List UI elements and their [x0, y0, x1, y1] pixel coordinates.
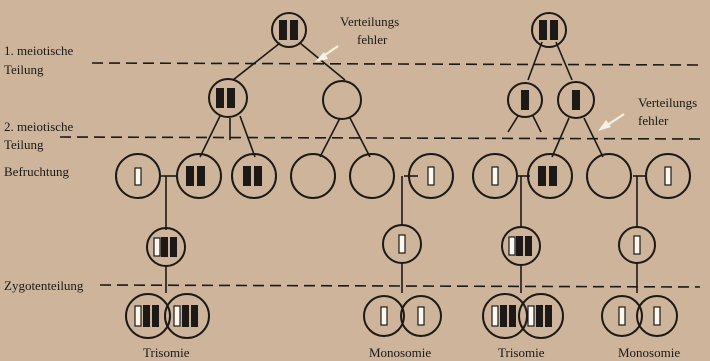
monosomic-zygote — [618, 226, 656, 264]
meiosis1-cell-disomic — [208, 78, 248, 118]
normal-gamete — [115, 153, 161, 199]
normal-gamete — [645, 153, 691, 199]
meiosis1-cell — [557, 81, 595, 119]
error-arrow — [315, 52, 328, 62]
error-label-left-line2: fehler — [357, 32, 388, 47]
parent-cell — [531, 12, 567, 48]
trisomic-daughter-cell — [482, 293, 528, 339]
meiosis2-label-line1: 2. meiotische — [4, 119, 74, 134]
error-label-left-line1: Verteilungs — [340, 14, 399, 29]
left-tree: Verteilungs fehler Trisomie Monosomie — [115, 12, 454, 360]
meiosis2-divider — [59, 136, 701, 140]
meiosis1-divider — [91, 62, 701, 66]
error-arrow — [598, 120, 611, 131]
normal-gamete — [472, 153, 518, 199]
monosomic-daughter-cell — [363, 295, 405, 337]
monosomic-zygote — [382, 224, 422, 264]
fertilization-label: Befruchtung — [4, 164, 69, 179]
trisomic-daughter-cell — [164, 293, 210, 339]
right-tree: Verteilungs fehler Trisomie Monosomie — [472, 12, 697, 360]
monosomic-daughter-cell — [601, 295, 643, 337]
trisomic-zygote — [501, 226, 541, 266]
meiosis1-label-line1: 1. meiotische — [4, 43, 74, 58]
nullisomic-gamete — [586, 153, 632, 199]
zygote-divider — [99, 284, 701, 288]
outcome-trisomy-right: Trisomie — [498, 345, 545, 360]
nullisomic-gamete — [290, 153, 336, 199]
trisomic-daughter-cell — [518, 293, 564, 339]
parent-cell — [271, 12, 307, 48]
disomic-gamete — [527, 153, 573, 199]
error-label-right-line2: fehler — [638, 113, 669, 128]
outcome-monosomy-right: Monosomie — [618, 345, 680, 360]
nullisomic-gamete — [349, 153, 395, 199]
zygote-division-label: Zygotenteilung — [4, 278, 84, 293]
outcome-trisomy-left: Trisomie — [143, 345, 190, 360]
monosomic-daughter-cell — [636, 295, 678, 337]
trisomic-daughter-cell — [125, 293, 171, 339]
meiosis1-label-line2: Teilung — [4, 62, 44, 77]
disomic-gamete — [231, 153, 277, 199]
meiosis2-label-line2: Teilung — [4, 137, 44, 152]
meiosis1-cell-empty — [322, 80, 362, 120]
meiosis1-cell — [507, 82, 543, 118]
monosomic-daughter-cell — [400, 295, 442, 337]
disomic-gamete — [176, 153, 222, 199]
trisomic-zygote — [146, 227, 186, 267]
normal-gamete — [408, 153, 454, 199]
error-label-right-line1: Verteilungs — [638, 95, 697, 110]
outcome-monosomy-left: Monosomie — [369, 345, 431, 360]
